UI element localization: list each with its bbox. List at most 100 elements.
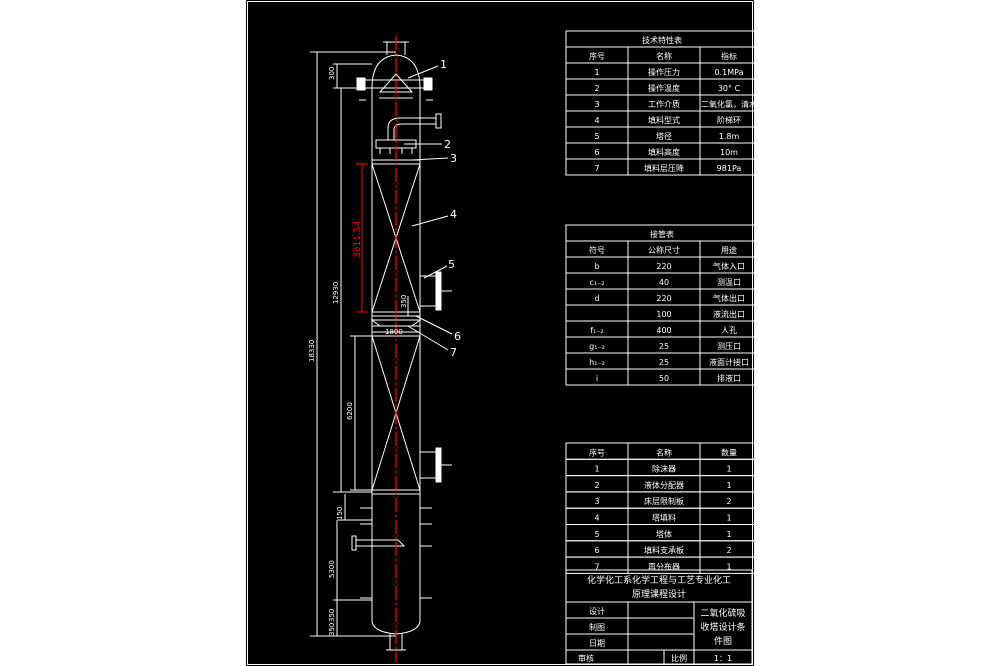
tech-table-cell-text: 填料高度 bbox=[648, 147, 680, 157]
top-flange-right-bolt bbox=[423, 77, 433, 91]
nozzle-table-cell-text: g₁₋₂ bbox=[589, 342, 605, 351]
leader-5: 5 bbox=[448, 258, 455, 271]
parts-table-cell-text: 再分布器 bbox=[648, 561, 680, 571]
role-label-1: 制图 bbox=[589, 622, 605, 632]
parts-table-header: 数量 bbox=[721, 447, 737, 457]
parts-table-cell-text: 3 bbox=[594, 497, 599, 506]
tech-table-cell-text: 塔径 bbox=[656, 131, 672, 141]
dim-bed-gap: 350 bbox=[400, 295, 408, 308]
tech-table-header: 指标 bbox=[721, 51, 737, 61]
nozzle-table-cell-text: 40 bbox=[659, 278, 669, 287]
nozzle-table-cell-text: 气体出口 bbox=[713, 293, 745, 303]
drawing-title-3: 件图 bbox=[714, 635, 732, 647]
nozzle-table-cell bbox=[699, 368, 759, 386]
parts-table-cell-text: 1 bbox=[594, 465, 599, 474]
scale-label: 比例 bbox=[671, 653, 687, 663]
nozzle-table-cell-text: 液面计接口 bbox=[709, 357, 749, 367]
dim-bottom-section: 5300 bbox=[328, 560, 336, 578]
parts-table-cell-text: 床层限制板 bbox=[644, 496, 684, 506]
parts-table-cell-text: 1 bbox=[726, 514, 731, 523]
parts-table-cell-text: 除沫器 bbox=[652, 464, 676, 474]
parts-table-cell-text: 填料支承板 bbox=[644, 545, 684, 555]
tech-table-cell-text: 阶梯环 bbox=[717, 115, 741, 125]
leader-7: 7 bbox=[450, 346, 457, 359]
nozzle-table-cell-text: 人孔 bbox=[721, 326, 737, 335]
dim-packing-upper: 3611.54 bbox=[353, 221, 363, 258]
parts-table-cell-text: 塔体 bbox=[656, 529, 672, 539]
nozzle-table-cell-text: 220 bbox=[656, 294, 671, 303]
tech-table-cell-text: 工作介质 bbox=[648, 99, 680, 109]
tech-table-cell-text: 二氧化氯，清水 bbox=[701, 99, 757, 109]
parts-table-header: 名称 bbox=[656, 447, 672, 457]
title-heading-1: 化学化工系化学工程与工艺专业化工 bbox=[587, 574, 731, 586]
parts-table-cell-text: 7 bbox=[594, 562, 599, 571]
parts-table-cell-text: 液体分配器 bbox=[644, 480, 684, 490]
nozzle-table-cell-text: d bbox=[594, 294, 599, 303]
dimension-texts: 300 12930 18330 6200 150 5300 350 350 35… bbox=[308, 67, 408, 636]
nozzle-table-cell-text: 测压口 bbox=[717, 342, 741, 351]
drawing-title-2: 收塔设计条 bbox=[700, 621, 745, 633]
scale-value-cell bbox=[693, 649, 753, 665]
parts-table-cell-text: 4 bbox=[594, 514, 599, 523]
tech-table-cell-text: 3 bbox=[594, 100, 599, 109]
tech-table-cell-text: 填料层压降 bbox=[644, 163, 684, 173]
tech-table-cell-text: 2 bbox=[594, 84, 599, 93]
top-flange-left-bolt bbox=[356, 77, 366, 91]
leader-6: 6 bbox=[454, 330, 461, 343]
tech-table-cell-text: 5 bbox=[594, 132, 599, 141]
nozzle-table-cell-text: 液流出口 bbox=[713, 309, 745, 319]
dim-top-head: 300 bbox=[328, 67, 336, 80]
nozzle-table-cell-text: c₁₋₂ bbox=[589, 278, 604, 287]
dimension-lines bbox=[310, 51, 420, 637]
tech-table-cell-text: 1.8m bbox=[719, 132, 740, 141]
parts-table-header: 序号 bbox=[589, 447, 605, 457]
liquid-distributor-pipe bbox=[387, 117, 436, 140]
gas-inlet-pipe bbox=[356, 539, 406, 547]
tech-table-cell-text: 7 bbox=[594, 164, 599, 173]
scale-value: 1：1 bbox=[714, 654, 732, 663]
tech-table-cell-text: 1 bbox=[594, 68, 599, 77]
dim-bottom-skirt: 350 bbox=[328, 623, 336, 636]
parts-table-cell-text: 1 bbox=[726, 562, 731, 571]
dim-diameter: 1800 bbox=[385, 328, 403, 336]
tech-table-cell-text: 填料型式 bbox=[648, 115, 680, 125]
parts-table-cell-text: 2 bbox=[594, 481, 599, 490]
parts-table-cell-text: 5 bbox=[594, 530, 599, 539]
tech-table-cell-text: 10m bbox=[720, 148, 738, 157]
nozzle-table-cell-text: 100 bbox=[656, 310, 671, 319]
tech-table-cell-text: 6 bbox=[594, 148, 599, 157]
tech-table-header: 序号 bbox=[589, 51, 605, 61]
parts-table-cell-text: 塔填料 bbox=[652, 513, 676, 523]
dim-total: 18330 bbox=[308, 340, 316, 362]
nozzle-table-cell-text: 25 bbox=[659, 342, 669, 351]
nozzle-table-cell-text: 220 bbox=[656, 262, 671, 271]
leader-numbers: 1 2 3 4 5 6 7 bbox=[440, 58, 461, 359]
parts-table-cell bbox=[699, 556, 759, 574]
leader-4: 4 bbox=[450, 208, 457, 221]
tech-table-cell-text: 0.1MPa bbox=[715, 68, 744, 77]
review-label: 审核 bbox=[578, 653, 594, 663]
tech-table-cell bbox=[699, 158, 759, 176]
tech-table-cell-text: 操作温度 bbox=[648, 83, 680, 93]
nozzle-table-cell-text: f₁₋₂ bbox=[590, 326, 603, 335]
parts-table-cell-text: 1 bbox=[726, 530, 731, 539]
nozzle-table-cell-text: 400 bbox=[656, 326, 671, 335]
tech-table-cell-text: 4 bbox=[594, 116, 599, 125]
tech-table-cell-text: 30° C bbox=[718, 84, 741, 93]
nozzle-table-cell-text: 气体入口 bbox=[713, 261, 745, 271]
nozzle-table-cell-text: 50 bbox=[659, 374, 669, 383]
nozzle-table-cell-text: h₁₋₂ bbox=[589, 358, 605, 367]
nozzle-table-cell-text: 排液口 bbox=[717, 373, 741, 383]
leader-lines bbox=[404, 65, 453, 351]
nozzle-table-cell-text: 测温口 bbox=[717, 278, 741, 287]
parts-table-cell-text: 6 bbox=[594, 546, 599, 555]
nozzle-table-header: 用途 bbox=[721, 245, 737, 255]
leader-2: 2 bbox=[444, 138, 451, 151]
drawing-frame bbox=[247, 1, 753, 665]
tech-table-cell-text: 981Pa bbox=[717, 164, 742, 173]
tech-table-header: 名称 bbox=[656, 51, 672, 61]
